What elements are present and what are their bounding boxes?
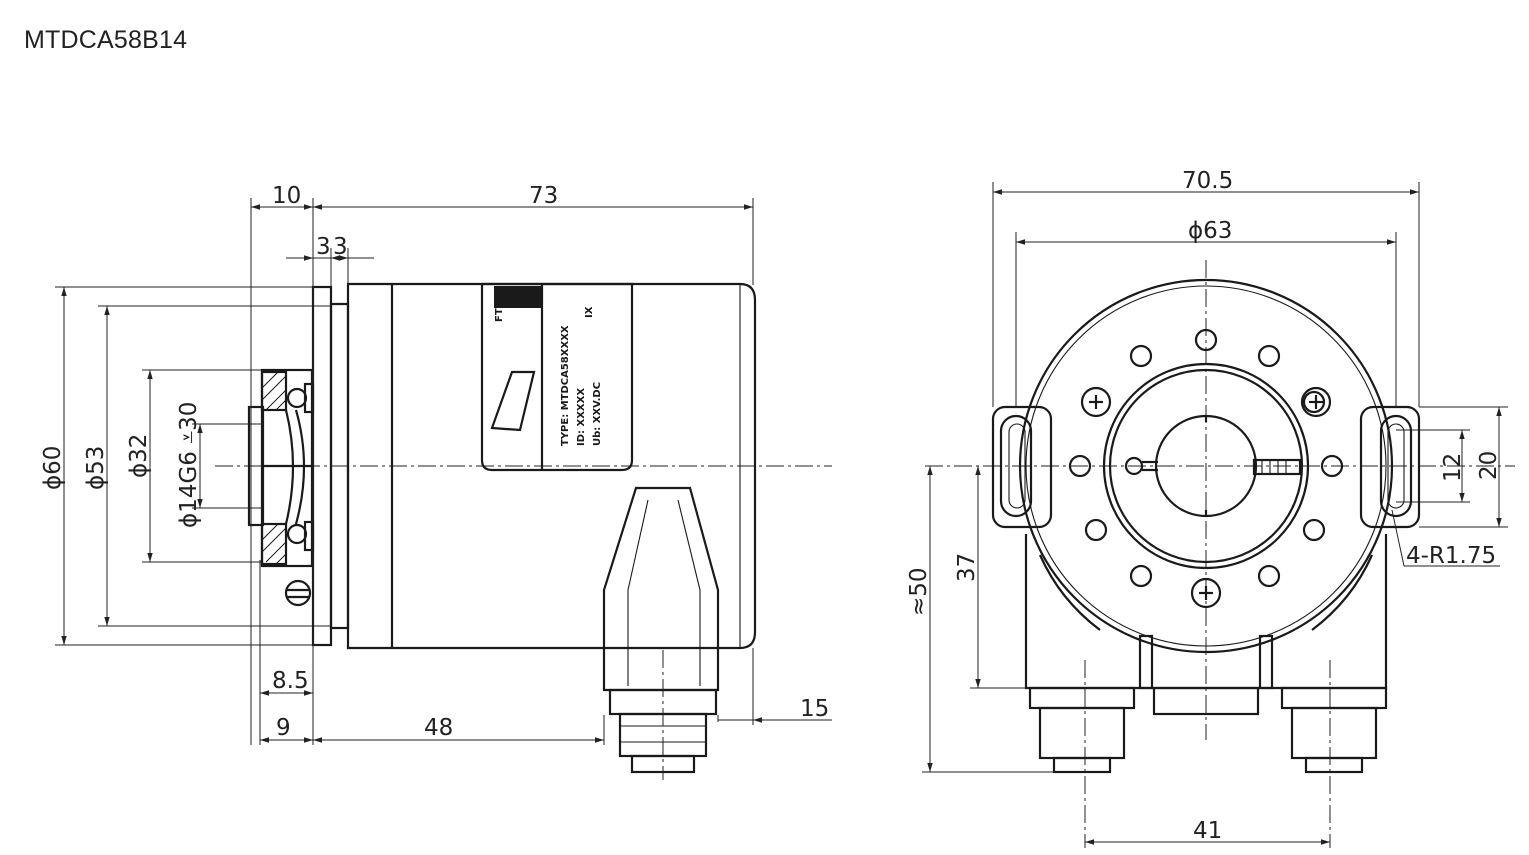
- dim-overall-height: ≈50: [906, 567, 932, 616]
- front-dimensions: 70.5 ϕ63 12 20 4-R1.75 37: [906, 168, 1508, 845]
- side-dimensions: 10 73 3 3 ϕ60 ϕ53 ϕ32: [40, 183, 832, 745]
- housing-inner-ring: [1025, 285, 1387, 647]
- lug-slot-left: [999, 414, 1033, 518]
- page-title: MTDCA58B14: [24, 26, 188, 54]
- front-connectors: [1028, 634, 1388, 848]
- encoder-body: [346, 282, 757, 650]
- front-view: 70.5 ϕ63 12 20 4-R1.75 37: [906, 168, 1515, 848]
- nameplate-mark: IX: [584, 306, 595, 318]
- front-screws: [1080, 386, 1222, 609]
- dim-hub-dia: ϕ32: [126, 434, 152, 478]
- dim-bolt-circle-dia: ϕ63: [1188, 218, 1232, 244]
- nameplate: FT TYPE: MTDCA58XXXX ID: XXXXX Ub: XXV.D…: [480, 282, 634, 472]
- dim-flange-width: 10: [272, 183, 301, 209]
- dim-bore-dia: ϕ14G6 ⩡30: [176, 402, 202, 528]
- dim-shaft-depth: 8.5: [272, 668, 309, 694]
- housing-outer: [1018, 278, 1394, 654]
- logo-text: FT: [494, 308, 505, 322]
- hub-ring-outer: [1102, 362, 1310, 570]
- dim-connector-overhang: 15: [800, 696, 829, 722]
- clamp-screw-top: [286, 387, 308, 409]
- nameplate-ub: Ub: XXV.DC: [592, 382, 603, 446]
- pin-hole: [1124, 456, 1144, 476]
- lug-slot-right: [1379, 414, 1413, 518]
- nameplate-barcode: [494, 286, 542, 308]
- dim-shaft-offset: 9: [276, 715, 291, 741]
- dim-slot-radius: 4-R1.75: [1406, 543, 1496, 569]
- logo-mark: [490, 370, 536, 432]
- dim-overall-width: 70.5: [1182, 168, 1233, 194]
- dim-flange-dia: ϕ60: [40, 446, 66, 490]
- section-hatch: [260, 370, 288, 566]
- dim-connector-offset: 48: [424, 715, 453, 741]
- side-connector: [602, 486, 720, 780]
- dim-flange-step-2: 3: [333, 234, 348, 260]
- clamp-slot: [1252, 458, 1302, 476]
- nameplate-id: ID: XXXXX: [576, 388, 587, 446]
- mounting-lug-right: [1359, 405, 1421, 529]
- dim-lug-height: 20: [1476, 451, 1502, 480]
- nameplate-type: TYPE: MTDCA58XXXX: [560, 325, 571, 446]
- dim-spigot-dia: ϕ53: [83, 446, 109, 490]
- dim-center-to-bottom: 37: [954, 553, 980, 582]
- side-view: FT TYPE: MTDCA58XXXX ID: XXXXX Ub: XXV.D…: [40, 183, 832, 780]
- dim-connector-spacing: 41: [1193, 818, 1222, 844]
- dim-flange-step: 3: [316, 234, 331, 260]
- mounting-lug-left: [991, 405, 1053, 529]
- dim-slot-length: 12: [1440, 453, 1466, 482]
- clamp-screw-bottom: [286, 523, 308, 545]
- bolt-holes: [1068, 328, 1344, 588]
- flange-screw: [284, 579, 312, 607]
- dim-body-length: 73: [529, 183, 558, 209]
- hub-ring-inner: [1108, 368, 1304, 564]
- screw-right: [1300, 386, 1332, 418]
